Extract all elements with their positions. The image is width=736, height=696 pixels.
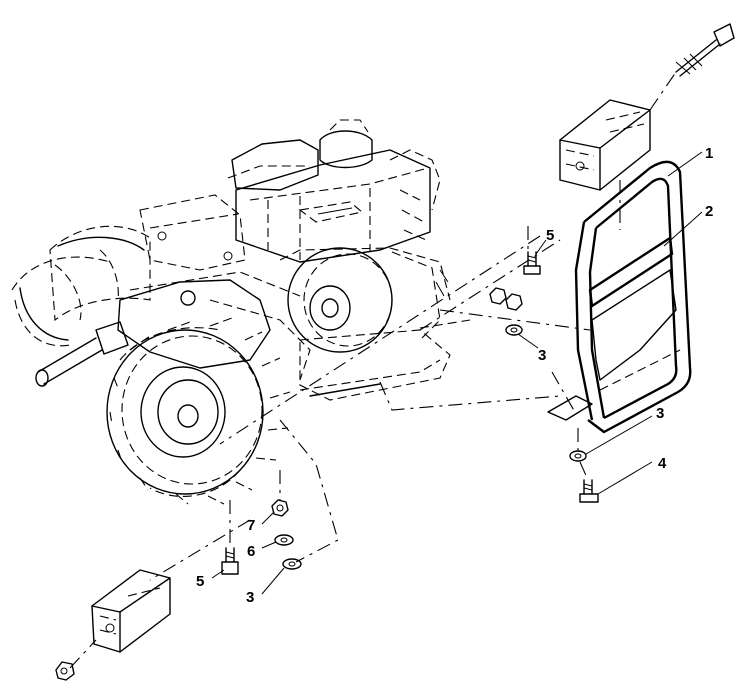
callouts: 1 2 5 3 3 4 7 6 5 3 bbox=[196, 145, 713, 606]
assembly-lines bbox=[149, 180, 621, 581]
callout-5-upper: 5 bbox=[546, 227, 554, 244]
wheel bbox=[106, 317, 291, 505]
bumper-guard bbox=[547, 160, 692, 434]
bolt-lower-left bbox=[221, 547, 239, 575]
long-bolt bbox=[649, 23, 735, 111]
callout-5-lower: 5 bbox=[196, 573, 204, 590]
washer-lower bbox=[282, 558, 302, 570]
weight-block-lower bbox=[55, 569, 171, 681]
callout-3-upper: 3 bbox=[538, 347, 546, 364]
tiller-frame bbox=[117, 194, 311, 381]
bolt-lower-right bbox=[579, 479, 599, 503]
callout-3-lower: 3 bbox=[246, 589, 254, 606]
callout-4: 4 bbox=[658, 455, 667, 472]
tiller-assembly bbox=[11, 119, 471, 505]
nut-lower bbox=[271, 499, 289, 517]
callout-2: 2 bbox=[705, 203, 713, 220]
engine bbox=[227, 119, 471, 401]
callout-7: 7 bbox=[247, 517, 255, 534]
washer-right bbox=[569, 450, 587, 462]
weight-block-upper bbox=[559, 99, 651, 191]
callout-6: 6 bbox=[247, 543, 255, 560]
callout-3-right: 3 bbox=[656, 405, 664, 422]
tine-assembly bbox=[11, 225, 151, 387]
lock-washer-lower bbox=[274, 534, 294, 546]
leader-lines bbox=[211, 151, 703, 595]
callout-1: 1 bbox=[705, 145, 713, 162]
bolt-upper bbox=[523, 251, 541, 275]
hardware bbox=[221, 251, 599, 575]
nuts-upper bbox=[489, 287, 523, 336]
